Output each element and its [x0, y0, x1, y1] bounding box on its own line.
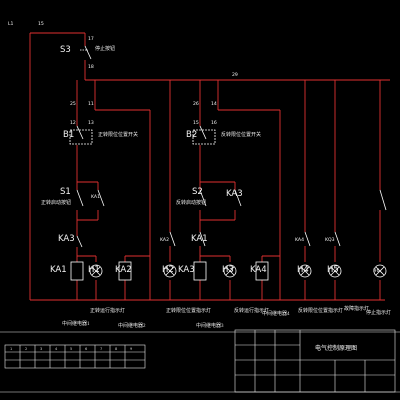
b2-tag: B2 [186, 130, 197, 140]
ka1-nc-contact [199, 231, 206, 247]
wire-number: 14 [211, 101, 217, 107]
ka4-contact-tag: KA4 [295, 237, 304, 243]
caption-h1: 正转运行指示灯 [90, 307, 125, 314]
wire-number: 18 [88, 64, 94, 70]
b1-switch [69, 129, 93, 145]
s1-tag: S1 [60, 187, 71, 197]
ka1-coil-tag: KA1 [50, 265, 67, 275]
wire-number: 16 [211, 120, 217, 126]
wire-numbers: L1 15 17 18 29 25 11 12 13 26 14 15 16 [8, 21, 238, 126]
wire-number: 25 [70, 101, 76, 107]
ka4-contact [304, 231, 311, 247]
small-table [4, 344, 146, 369]
wiring [29, 32, 390, 301]
table-cell: 4 [55, 347, 58, 351]
ka2-contact [169, 231, 176, 247]
kq3-contact [334, 231, 341, 247]
h2-tag: H2 [162, 265, 174, 275]
table-cell: 1 [10, 347, 12, 351]
table-cell: 8 [115, 347, 118, 351]
drawing-frame [0, 329, 400, 393]
h4-lamp [298, 264, 312, 278]
h5-lamp [328, 264, 342, 278]
s1-label: 正转启动按钮 [41, 199, 71, 206]
drawing-title: 电气控制原理图 [315, 344, 357, 352]
s2-contact [199, 189, 207, 207]
ka3-coil [193, 261, 207, 281]
ka1-contact-tag: KA1 [91, 194, 100, 200]
caption-h4: 反转限位位置指示灯 [298, 307, 343, 314]
h2-lamp [163, 264, 177, 278]
s1-contact [76, 189, 84, 207]
s2-tag: S2 [192, 187, 203, 197]
device-names: 停止按钮 正转限位位置开关 反转限位位置开关 正转启动按钮 反转启动按钮 [41, 45, 261, 206]
wire-number: 13 [88, 120, 94, 126]
s3-contact [84, 45, 92, 60]
table-cell: 9 [130, 347, 133, 351]
h6-contact [379, 189, 387, 211]
ka2-contact-tag: KA2 [160, 237, 169, 243]
caption-ka4: 中间继电器4 [262, 310, 290, 317]
h6-lamp [373, 264, 387, 278]
devices [69, 45, 387, 281]
caption-ka2: 中间继电器2 [118, 322, 146, 329]
wire-number: 15 [38, 21, 44, 27]
wire-number: 29 [232, 72, 238, 78]
kq3-tag: KQ3 [325, 237, 335, 243]
wire-number: 26 [193, 101, 199, 107]
caption-h5: 故障指示灯 [344, 305, 369, 312]
ka3-coil-tag: KA3 [178, 265, 195, 275]
b2-switch [192, 129, 216, 145]
ka2-coil [118, 261, 132, 281]
wire-number: 11 [88, 101, 94, 107]
ka4-coil-tag: KA4 [250, 265, 267, 275]
wire-number: L1 [8, 21, 14, 27]
h1-tag: H1 [88, 265, 100, 275]
table-cell: 2 [25, 347, 27, 351]
caption-ka3: 中间继电器3 [196, 322, 224, 329]
ka4-coil [255, 261, 269, 281]
ka3-contact [234, 189, 242, 207]
device-tags: S3 B1 B2 S1 S2 KA3 KA1 KA3 KA1 H1 KA2 KA… [50, 45, 379, 275]
ka3-nc-contact-a [76, 235, 83, 248]
ka1-contact [97, 189, 105, 207]
ka3-contact-tag: KA3 [226, 189, 243, 199]
s2-label: 反转启动按钮 [176, 199, 206, 206]
caption-ka1: 中间继电器1 [62, 320, 90, 327]
caption-h6: 停止指示灯 [366, 309, 391, 316]
h6-tag: H6 [373, 268, 379, 274]
wire-number: 12 [70, 120, 76, 126]
small-table-cells: 1 2 3 4 5 6 7 8 9 [10, 347, 133, 351]
s3-label: 停止按钮 [95, 45, 115, 52]
caption-h2: 正转限位位置指示灯 [166, 307, 211, 314]
b2-label: 反转限位位置开关 [221, 131, 261, 138]
ka3-nc-tag: KA3 [58, 234, 75, 244]
ka1-nc-tag: KA1 [191, 234, 208, 244]
wire-number: 15 [193, 120, 199, 126]
ka1-coil [70, 261, 84, 281]
b1-label: 正转限位位置开关 [98, 131, 138, 138]
h4-tag: H4 [297, 265, 309, 275]
s3-tag: S3 [60, 45, 71, 55]
b1-tag: B1 [63, 130, 74, 140]
h1-lamp [89, 264, 103, 278]
table-cell: 3 [40, 347, 42, 351]
title-block [234, 329, 396, 393]
h3-lamp [223, 264, 237, 278]
h3-tag: H3 [222, 265, 234, 275]
h5-tag: H5 [327, 265, 339, 275]
ka2-coil-tag: KA2 [115, 265, 132, 275]
table-cell: 5 [70, 347, 72, 351]
captions: 正转运行指示灯 中间继电器1 中间继电器2 正转限位位置指示灯 中间继电器3 反… [62, 305, 391, 329]
wire-number: 17 [88, 36, 94, 42]
caption-h3: 反转运行指示灯 [234, 307, 269, 314]
table-cell: 7 [100, 347, 102, 351]
table-cell: 6 [85, 347, 88, 351]
